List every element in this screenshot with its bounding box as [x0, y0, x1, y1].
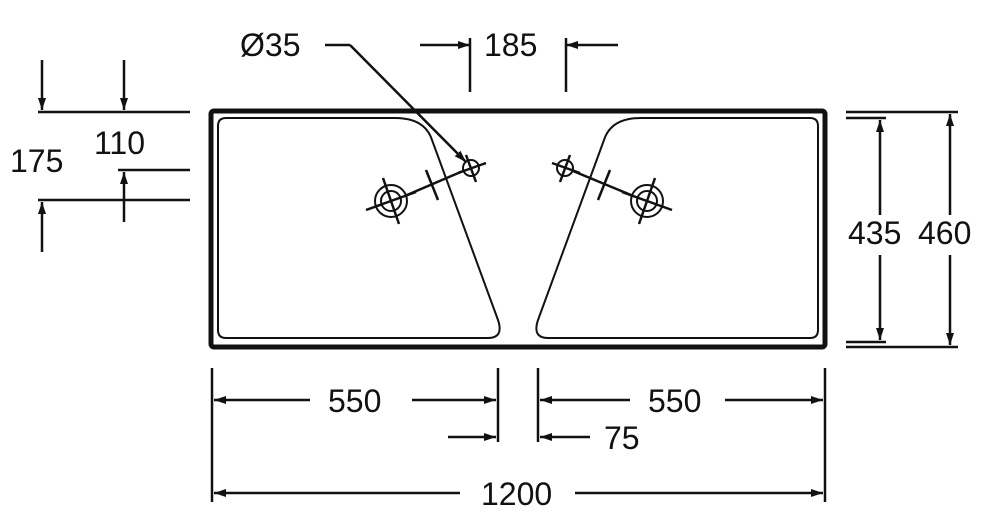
- divider-width-label: 75: [604, 420, 640, 456]
- right-tap-hole-icon: [551, 154, 581, 183]
- right-basin-width-label: 550: [648, 383, 701, 419]
- tap-spacing-label: 185: [484, 27, 537, 63]
- inner-depth-label: 435: [848, 215, 901, 251]
- hole-diameter-label: Ø35: [240, 27, 300, 63]
- sink-outline: [208, 108, 828, 350]
- right-drain-icon: [621, 177, 673, 225]
- right-basin: [535, 117, 819, 339]
- outer-depth-label: 460: [918, 215, 971, 251]
- hole-offset-label: 110: [94, 125, 145, 161]
- left-basin: [217, 117, 501, 339]
- drain-offset-label: 175: [10, 143, 63, 179]
- left-drain-icon: [365, 177, 417, 225]
- total-width-label: 1200: [481, 476, 552, 512]
- left-basin-width-label: 550: [328, 383, 381, 419]
